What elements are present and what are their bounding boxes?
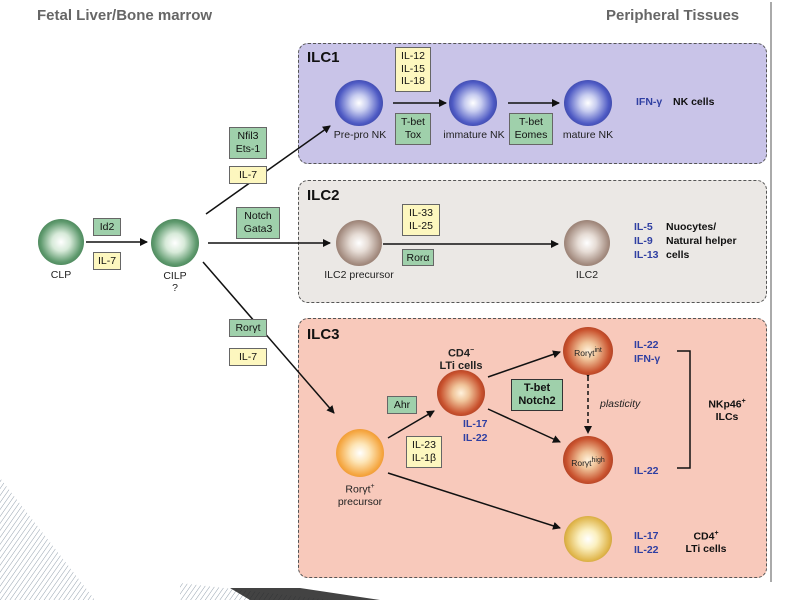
header-peripheral-tissues: Peripheral Tissues — [606, 7, 740, 24]
factor-il7-b: IL-7 — [229, 166, 267, 184]
header-fetal-liver: Fetal Liver/Bone marrow — [37, 7, 213, 24]
ror-precursor-cell — [336, 429, 384, 477]
ror-precursor-label: Rorγt+ precursor — [322, 481, 398, 508]
ilc2-cell — [564, 220, 610, 266]
ilc2-type-3: cells — [666, 249, 690, 261]
ilc2-il13: IL-13 — [634, 249, 659, 261]
clp-label: CLP — [50, 269, 72, 281]
ilc1-title: ILC1 — [307, 49, 340, 66]
ror-precursor-base: Rorγt — [345, 483, 371, 496]
cilp-question: ? — [172, 282, 178, 294]
ilc2-precursor-cell — [336, 220, 382, 266]
ror-int-cell — [563, 327, 613, 375]
lti-il22: IL-22 — [463, 432, 488, 444]
factor-il7-c: IL-7 — [229, 348, 267, 366]
arrow-rorp-lti — [387, 410, 435, 439]
cilp-label: CILP — [163, 270, 187, 282]
cilp-cell — [151, 219, 199, 267]
factor-ahr: Ahr — [387, 396, 417, 414]
plasticity-label: plasticity — [600, 398, 641, 410]
high-il22: IL-22 — [634, 465, 659, 477]
arrow-cilp-prepro — [205, 125, 331, 215]
ror-high-base: Rorγt — [571, 457, 592, 468]
ilc1-type: NK cells — [673, 96, 715, 108]
ilc2-precursor-label: ILC2 precursor — [324, 269, 394, 281]
factor-il7-a: IL-7 — [93, 252, 121, 270]
nkp46-sup: + — [741, 398, 746, 405]
cd4-minus-sup: − — [469, 347, 475, 354]
factor-nfil3-ets1: Nfil3 Ets-1 — [229, 127, 267, 159]
cd4-minus-lti-label: CD4− LTi cells — [426, 345, 496, 372]
ror-high-label: Rorγthigh — [562, 455, 614, 469]
factor-rora: Rorα — [402, 249, 434, 266]
cd4-il22: IL-22 — [634, 544, 659, 556]
ilc2-il5: IL-5 — [634, 221, 653, 233]
factor-notch-gata3: Notch Gata3 — [236, 207, 280, 239]
int-ifng: IFN-γ — [634, 353, 661, 365]
cd4-il17: IL-17 — [634, 530, 659, 542]
ror-precursor-word: precursor — [337, 495, 383, 508]
arrow-lti-int — [487, 350, 561, 378]
mature-nk-label: mature NK — [562, 129, 614, 141]
nkp46-text: NKp46 — [708, 398, 742, 411]
ror-int-base: Rorγt — [574, 347, 595, 358]
cd4-lti-text: LTi cells — [685, 543, 727, 555]
ror-high-sup: high — [591, 457, 605, 464]
ilc2-type-2: Natural helper — [666, 235, 737, 247]
cd4-plus-lti-cell — [564, 516, 612, 562]
factor-tbet-eomes: T-bet Eomes — [509, 113, 553, 145]
arrow-rorp-cd4lti — [387, 472, 561, 530]
nkp46-ilcs-label: NKp46+ ILCs — [702, 396, 752, 424]
lti-cells-text: LTi cells — [439, 359, 483, 372]
immature-nk-label: immature NK — [443, 129, 505, 141]
ror-high-cell — [563, 436, 613, 484]
factor-tbet-tox: T-bet Tox — [395, 113, 431, 145]
factor-tbet-notch2: T-bet Notch2 — [511, 379, 563, 411]
ror-int-sup: int — [594, 347, 602, 354]
ilc3-title: ILC3 — [307, 326, 340, 343]
nkp46-bracket — [677, 350, 691, 469]
cd4-plus-lti-label: CD4+ LTi cells — [676, 528, 736, 556]
ror-int-label: Rorγtint — [562, 345, 614, 359]
cd4-minus-lti-cell — [437, 370, 485, 416]
lti-il17: IL-17 — [463, 418, 488, 430]
factor-il33-25: IL-33 IL-25 — [402, 204, 440, 236]
arrow-lti-high — [487, 408, 561, 443]
factor-il12-15-18: IL-12 IL-15 IL-18 — [395, 47, 431, 92]
ilc2-il9: IL-9 — [634, 235, 653, 247]
cd4-plus-text: CD4 — [693, 530, 715, 543]
factor-rorgt: Rorγt — [229, 319, 267, 337]
ilc2-label: ILC2 — [575, 269, 599, 281]
mature-nk-cell — [564, 80, 612, 126]
prepro-nk-cell — [335, 80, 383, 126]
int-il22: IL-22 — [634, 339, 659, 351]
clp-cell — [38, 219, 84, 265]
ilcs-text: ILCs — [715, 411, 739, 423]
ilc2-type-1: Nuocytes/ — [666, 221, 717, 233]
ilc2-title: ILC2 — [307, 187, 340, 204]
ilc1-cytokine: IFN-γ — [636, 96, 663, 108]
arrow-cilp-rorp — [202, 261, 335, 414]
prepro-nk-label: Pre-pro NK — [333, 129, 387, 141]
factor-id2: Id2 — [93, 218, 121, 236]
immature-nk-cell — [449, 80, 497, 126]
ror-precursor-sup: + — [370, 483, 375, 490]
factor-il23-1b: IL-23 IL-1β — [406, 436, 442, 468]
cd4-plus-sup: + — [714, 530, 719, 537]
cd4-minus-text: CD4 — [447, 347, 470, 360]
right-divider — [770, 2, 772, 582]
